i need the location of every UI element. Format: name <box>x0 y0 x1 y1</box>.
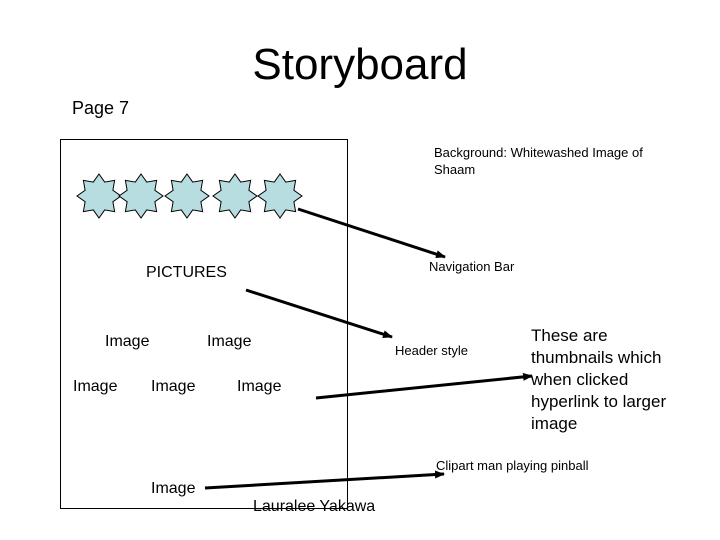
star-icon <box>118 173 164 219</box>
header-style-note: Header style <box>395 343 468 358</box>
image-placeholder: Image <box>237 378 282 395</box>
background-note: Background: Whitewashed Image of Shaam <box>434 145 643 177</box>
pictures-header: PICTURES <box>146 264 227 281</box>
star-icon <box>212 173 258 219</box>
image-placeholder: Image <box>73 378 118 395</box>
star-icon <box>257 173 303 219</box>
arrow-to-header-style <box>245 288 393 339</box>
thumbnails-note: These are thumbnails which when clicked … <box>531 326 667 433</box>
arrow-to-navigation-bar <box>297 207 446 259</box>
image-placeholder: Image <box>207 333 252 350</box>
slide-title: Storyboard <box>252 40 468 89</box>
clipart-note: Clipart man playing pinball <box>436 458 589 473</box>
navigation-bar-note: Navigation Bar <box>429 259 515 274</box>
star-icon <box>164 173 210 219</box>
arrow-to-clipart-note <box>204 470 445 490</box>
page-label: Page 7 <box>72 98 130 118</box>
star-icon <box>76 173 122 219</box>
author-name: Lauralee Yakawa <box>253 498 376 515</box>
arrow-to-thumbnails-note <box>315 372 533 400</box>
image-placeholder: Image <box>151 480 196 497</box>
image-placeholder: Image <box>151 378 196 395</box>
image-placeholder: Image <box>105 333 150 350</box>
